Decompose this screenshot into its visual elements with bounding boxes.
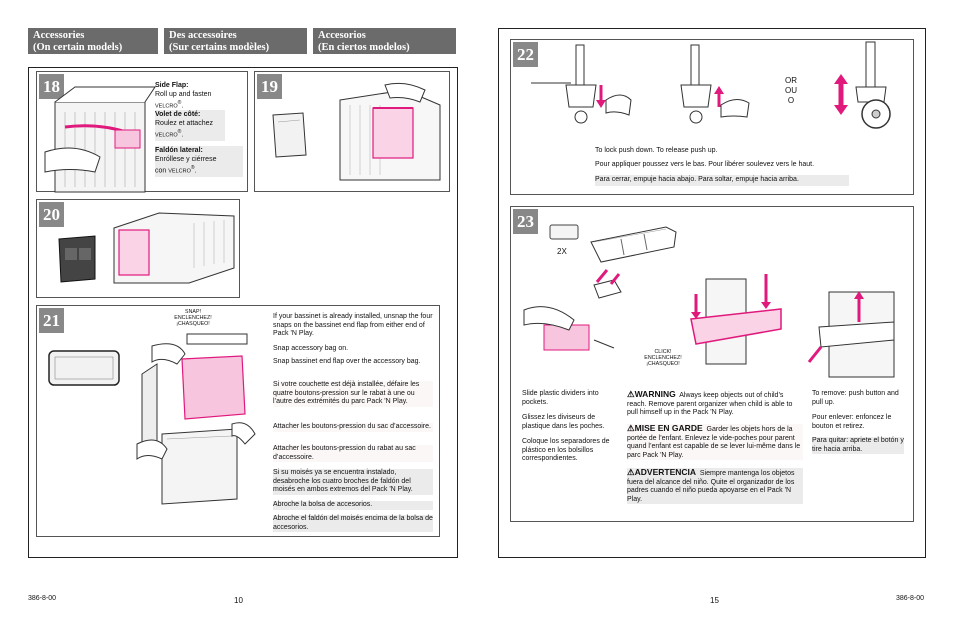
warning-es: ⚠ADVERTENCIA Siempre mantenga los objeto… <box>627 468 803 504</box>
step-21-en-1: If your bassinet is already installed, u… <box>273 313 433 337</box>
step-22-es: Para cerrar, empuje hacia abajo. Para so… <box>595 175 849 186</box>
step-21-es-3: Abroche el faldón del moisés encima de l… <box>273 515 433 532</box>
warning-triangle-icon: ⚠ <box>627 423 635 433</box>
remove-en: To remove: push button and pull up. <box>812 390 899 406</box>
caster-alt-illustration <box>834 41 891 129</box>
side-flap-text: Roll up and fasten <box>155 90 212 98</box>
qty-label: 2X <box>557 247 567 256</box>
right-page-frame <box>498 28 926 558</box>
side-flap-en: Side Flap: Roll up and fasten VELCRO®. <box>155 82 243 111</box>
remove-fr: Pour enlever: enfoncez le bouton et reti… <box>812 414 892 430</box>
step-19-panel: 19 <box>254 71 450 192</box>
step-19-number: 19 <box>257 74 282 99</box>
volet-title: Volet de côté: <box>155 111 201 118</box>
step-18-number: 18 <box>39 74 64 99</box>
step-22-number: 22 <box>513 42 538 67</box>
click-bubble: CLICK! ENCLENCHEZ! ¡CHASQUEO! <box>644 349 682 367</box>
velcro-label: VELCRO <box>155 103 178 110</box>
con-word: con <box>155 167 167 175</box>
faldon-text: Enróllese y ciérrese <box>155 155 217 163</box>
organizer-bag-illustration <box>58 235 96 283</box>
caster-lock-illustration <box>531 44 632 124</box>
adv-text: Siempre mantenga los objetos fuera del a… <box>627 470 795 503</box>
step-21-number: 21 <box>39 308 64 333</box>
right-page-number: 15 <box>710 596 719 605</box>
step-18-panel: 18 Side Flap: Roll up and fasten VELCRO®… <box>36 71 248 193</box>
warning-en: ⚠WARNING Always keep objects out of chil… <box>627 390 803 418</box>
step-21-fr-2: Attacher les boutons-pression du sac d’a… <box>273 423 433 432</box>
snap-bubble: SNAP! ENCLENCHEZ! ¡CHASQUEO! <box>174 309 212 327</box>
faldon-es: Faldón lateral: Enróllese y ciérrese con… <box>155 146 243 177</box>
attach-bag-illustration <box>141 333 248 445</box>
step-23-panel: 23 2X CLICK! ENCLENCHEZ! ¡CHASQUEO! <box>510 206 914 522</box>
header-accessories-es: Accesorios (En ciertos modelos) <box>313 28 456 54</box>
left-page-frame <box>28 67 458 558</box>
mise-title: MISE EN GARDE <box>634 423 703 433</box>
slide-es: Coloque los separadores de plástico en l… <box>522 438 610 462</box>
slide-fr: Glissez les diviseurs de plastique dans … <box>522 414 605 430</box>
flap-over-bag-illustration <box>136 422 256 505</box>
reg-mark: ® <box>177 100 182 106</box>
warning-triangle-icon: ⚠ <box>627 389 635 399</box>
accessory-bag-illustration <box>48 350 120 386</box>
warning-text: Always keep objects out of child’s reach… <box>627 392 793 416</box>
velcro-label: VELCRO <box>168 168 191 175</box>
step-21-fr-1: Si votre couchette est déjà installée, d… <box>273 381 433 407</box>
step-21-es-2: Abroche la bolsa de accesorios. <box>273 501 433 510</box>
step-21-en-2: Snap accessory bag on. <box>273 345 349 352</box>
step-20-number: 20 <box>39 202 64 227</box>
header-accessories-en: Accessories (On certain models) <box>28 28 158 54</box>
mise-text: Garder les objets hors de la portée de l… <box>627 426 801 459</box>
step-21-panel: 21 SNAP! ENCLENCHEZ! ¡CHASQUEO! If your … <box>36 305 440 537</box>
remove-organizer-illustration <box>807 291 895 378</box>
organizer-illustration <box>590 226 677 263</box>
reg-mark: ® <box>190 165 195 171</box>
header-accessories-fr: Des accessoires (Sur certains modèles) <box>164 28 307 54</box>
step-22-fr: Pour appliquer poussez vers le bas. Pour… <box>595 161 815 168</box>
or-label: OR OU O <box>785 76 797 105</box>
playard-end-bag-illustration <box>113 212 235 284</box>
step-20-panel: 20 <box>36 199 240 298</box>
period: . <box>194 167 197 175</box>
step-21-en-3: Snap bassinet end flap over the accessor… <box>273 358 421 365</box>
slide-dividers-illustration <box>523 269 622 351</box>
insert-organizer-illustration <box>690 274 782 365</box>
volet-fr: Volet de côté: Roulez et attachez VELCRO… <box>155 110 225 141</box>
left-page-number: 10 <box>234 596 243 605</box>
step-21-es-1: Si su moisés ya se encuentra instalado, … <box>273 469 433 495</box>
slide-en: Slide plastic dividers into pockets. <box>522 390 599 406</box>
left-footer-code: 386-8-00 <box>28 595 57 602</box>
volet-text: Roulez et attachez <box>155 119 213 127</box>
warning-triangle-icon: ⚠ <box>627 467 635 477</box>
adv-title: ADVERTENCIA <box>634 467 697 477</box>
caster-release-illustration <box>680 44 750 124</box>
divider-illustration <box>549 224 579 240</box>
side-flap-illustration <box>44 86 156 193</box>
side-flap-title: Side Flap: <box>155 82 189 89</box>
step-22-en: To lock push down. To release push up. <box>595 147 718 154</box>
bag-illustration <box>272 112 307 158</box>
period: . <box>181 131 184 139</box>
remove-es: Para quitar: apriete el botón y tire hac… <box>812 437 904 454</box>
warning-title: WARNING <box>634 389 676 399</box>
playard-side-bag-illustration <box>339 82 441 181</box>
step-23-number: 23 <box>513 209 538 234</box>
velcro-label: VELCRO <box>155 132 178 139</box>
warning-fr: ⚠MISE EN GARDE Garder les objets hors de… <box>627 424 803 460</box>
faldon-title: Faldón lateral: <box>155 147 203 154</box>
step-21-fr-3: Attacher les boutons-pression du rabat a… <box>273 445 433 462</box>
step-22-panel: 22 OR OU O To lock pus <box>510 39 914 195</box>
reg-mark: ® <box>177 129 182 135</box>
period: . <box>181 102 184 110</box>
right-footer-code: 386-8-00 <box>896 595 925 602</box>
